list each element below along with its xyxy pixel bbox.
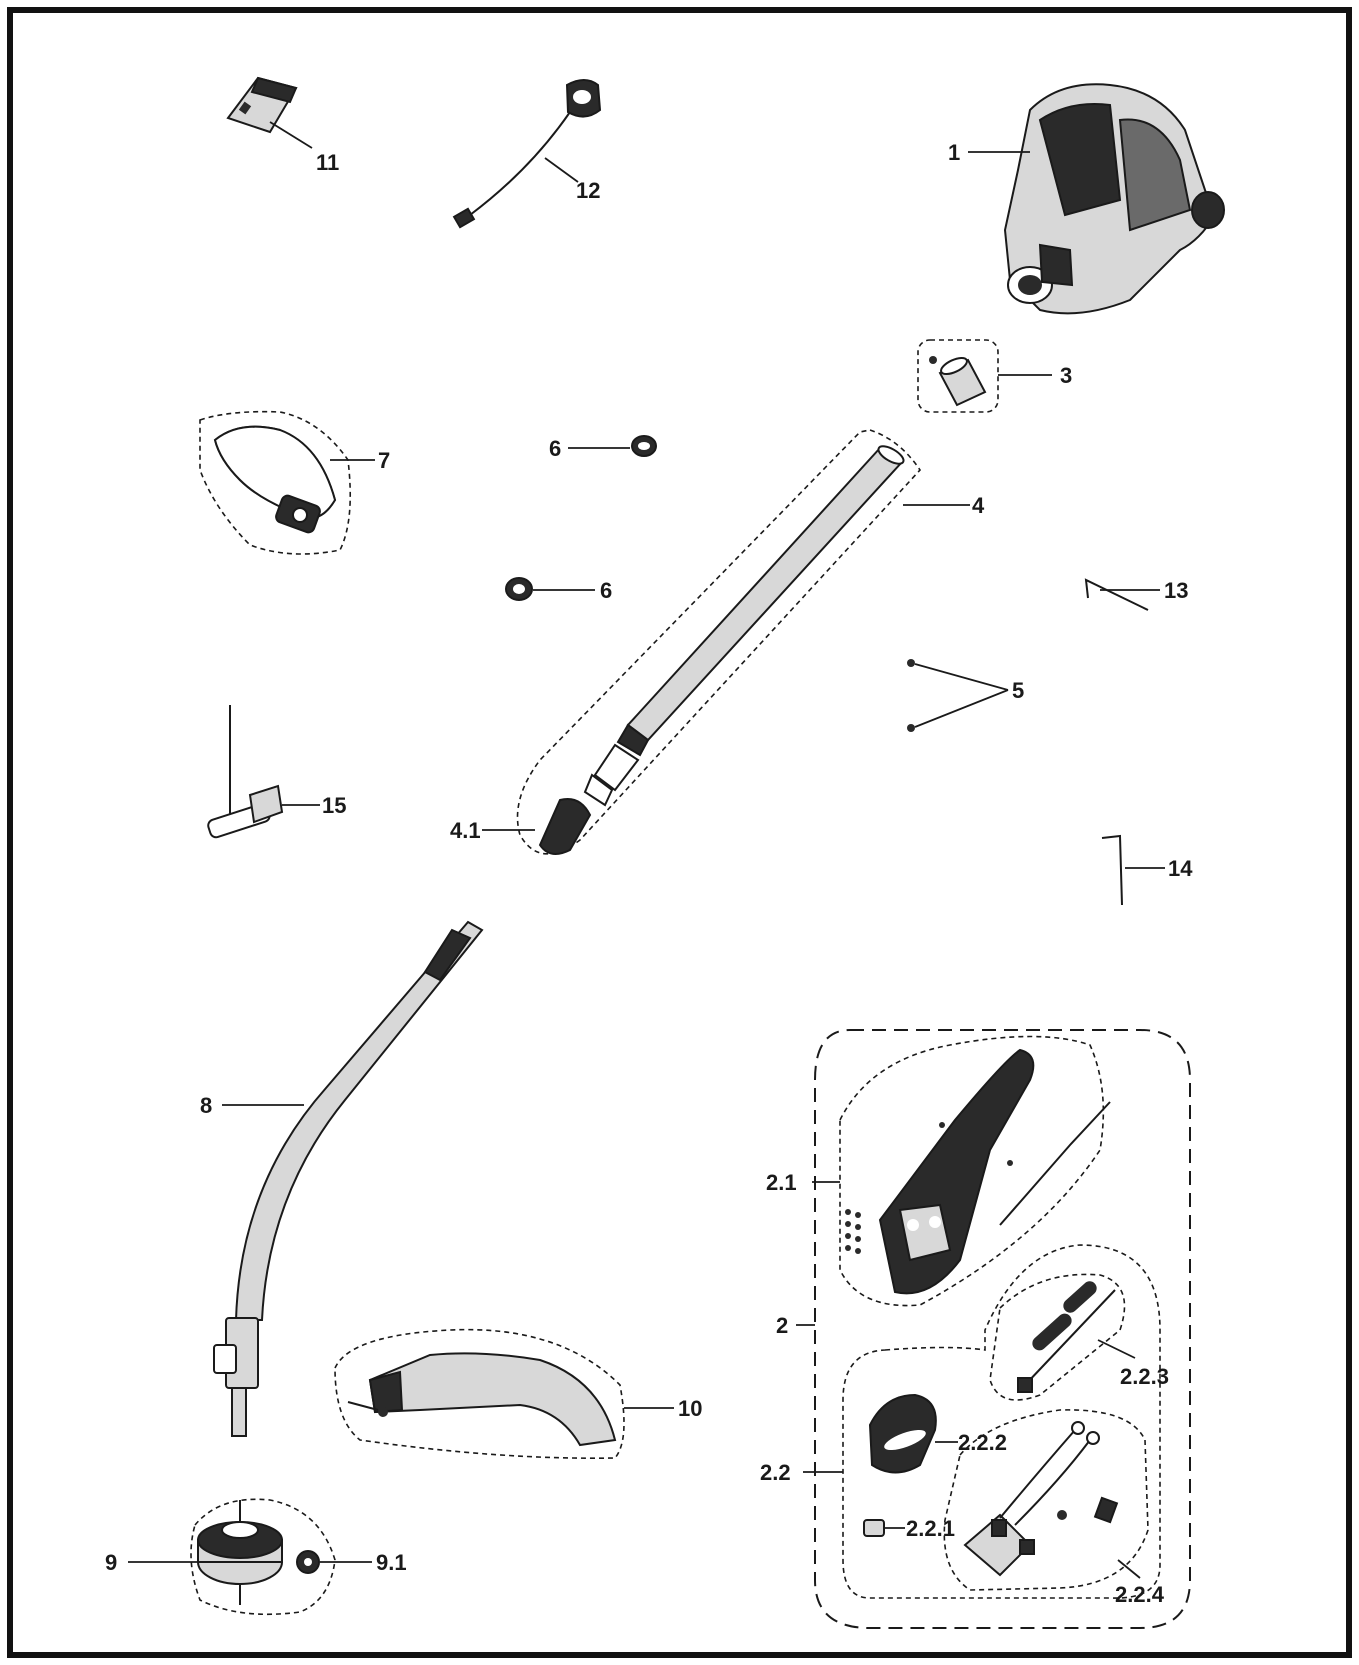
callout-11: 11: [316, 150, 339, 175]
callout-12: 12: [576, 178, 600, 203]
callout-2-2-3: 2.2.3: [1120, 1364, 1169, 1389]
assembly-2-1-rear-handle: [812, 1035, 1111, 1307]
callout-9-1: 9.1: [376, 1550, 407, 1575]
callout-1: 1: [948, 140, 960, 165]
callout-8: 8: [200, 1093, 212, 1118]
callout-15: 15: [322, 793, 346, 818]
diagram-border: [7, 7, 1352, 1658]
part-9-trimmer-head: [128, 1498, 372, 1616]
part-15-wrench: [207, 705, 320, 839]
callout-4: 4: [972, 493, 985, 518]
callout-5: 5: [1012, 678, 1024, 703]
callout-2-2-4: 2.2.4: [1115, 1582, 1165, 1607]
part-3-coupler: [917, 339, 1052, 413]
part-2-2-3-cable: [989, 1273, 1136, 1401]
part-6-nut-lower: [505, 577, 595, 601]
part-8-lower-shaft: [213, 920, 484, 1437]
callout-9: 9: [105, 1550, 117, 1575]
callout-10: 10: [678, 1396, 702, 1421]
part-2-2-2-switch-cover: [868, 1393, 958, 1474]
part-10-guard: [334, 1328, 674, 1459]
part-11-battery: [226, 76, 313, 149]
part-5-screws: [907, 659, 1009, 732]
callout-2-2: 2.2: [760, 1460, 791, 1485]
assembly-2-group: [796, 1029, 1191, 1629]
callout-3: 3: [1060, 363, 1072, 388]
callout-6-lower: 6: [600, 578, 612, 603]
part-4-upper-shaft: [482, 429, 970, 855]
callout-4-1: 4.1: [450, 818, 481, 843]
part-7-loop-handle: [199, 410, 375, 555]
part-12-charger: [452, 79, 602, 229]
part-13-hex-key: [1084, 578, 1160, 611]
callout-14: 14: [1168, 856, 1193, 881]
part-14-hex-key: [1101, 834, 1165, 906]
callout-7: 7: [378, 448, 390, 473]
callout-2-2-1: 2.2.1: [906, 1516, 955, 1541]
part-6-nut-upper: [568, 435, 657, 457]
callout-2: 2: [776, 1313, 788, 1338]
screw-set: [845, 1209, 861, 1254]
callout-13: 13: [1164, 578, 1188, 603]
part-1-motor-housing: [968, 83, 1225, 315]
assembly-2-2-switch-group: [803, 1244, 1161, 1599]
callout-2-2-2: 2.2.2: [958, 1430, 1007, 1455]
callout-2-1: 2.1: [766, 1170, 797, 1195]
part-2-2-1-small-switch: [863, 1519, 905, 1537]
part-2-2-4-circuit-board: [943, 1409, 1149, 1591]
callout-6-upper: 6: [549, 436, 561, 461]
